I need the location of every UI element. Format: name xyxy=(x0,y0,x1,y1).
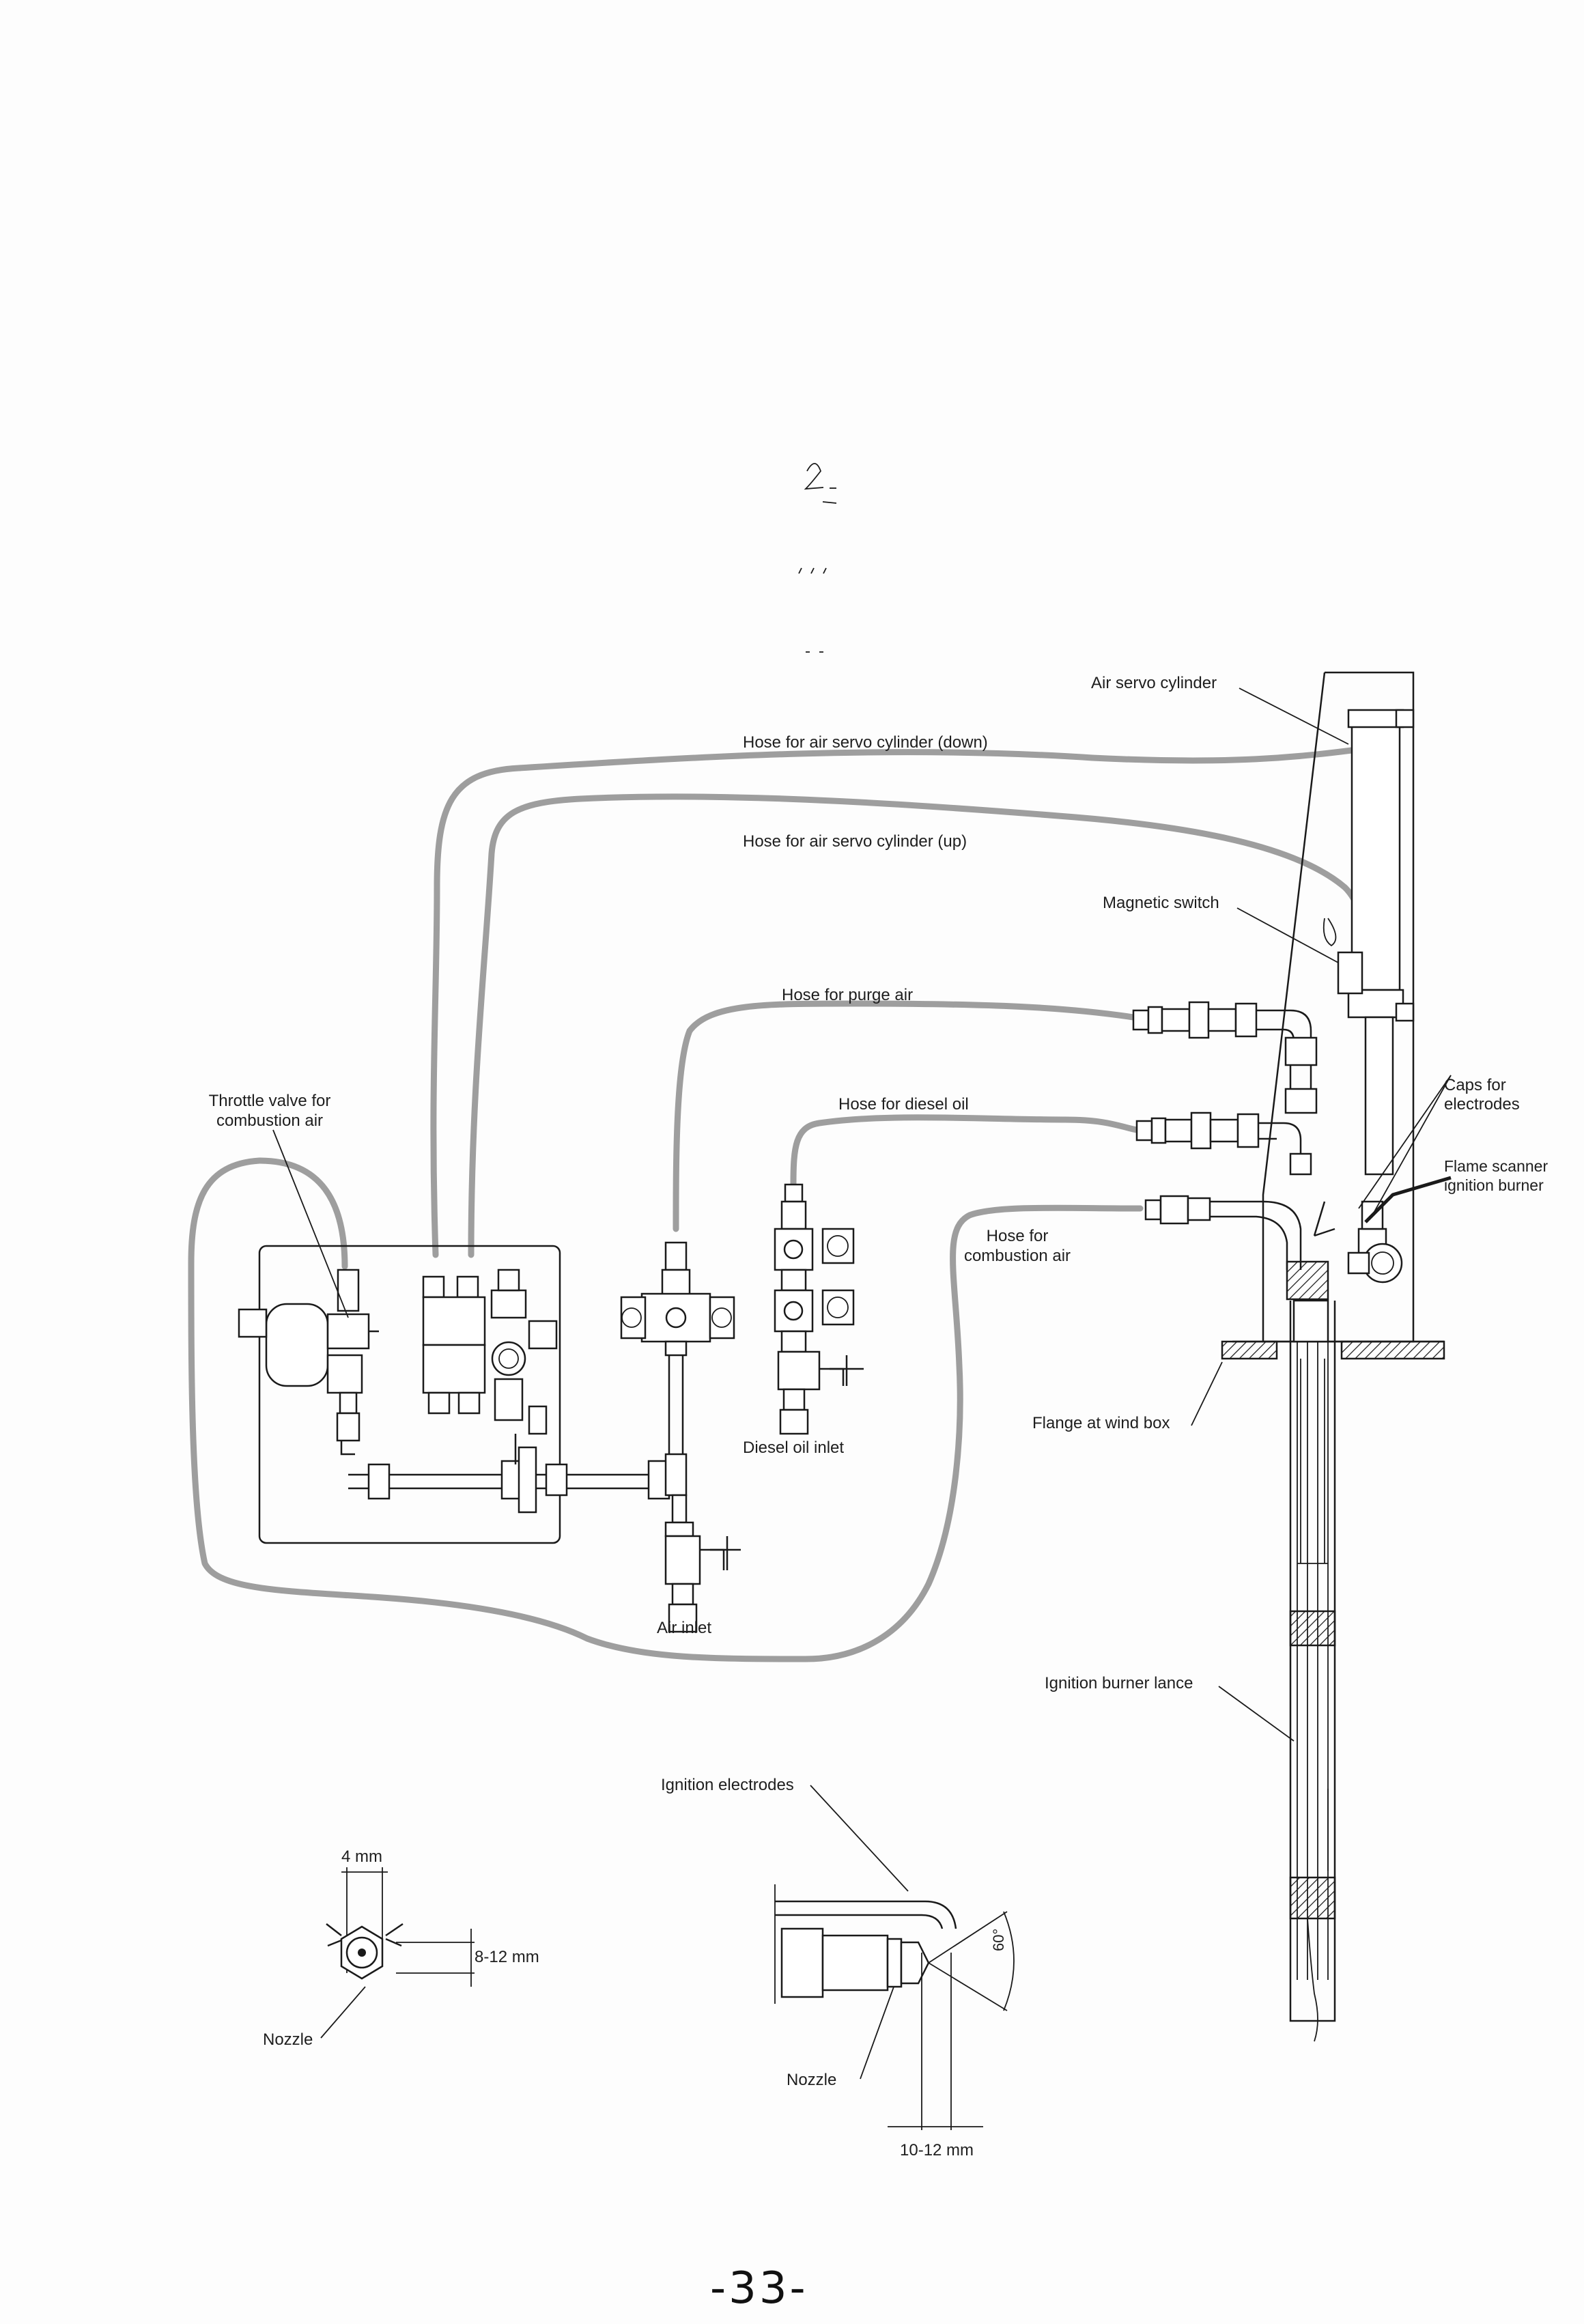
label-dim-4mm: 4 mm xyxy=(341,1847,382,1866)
burner-assembly xyxy=(1132,671,1445,2042)
label-angle-60: 60° xyxy=(990,1928,1007,1951)
label-flame-scanner-1: Flame scanner xyxy=(1444,1157,1548,1175)
label-flame-scanner-2: ignition burner xyxy=(1444,1176,1544,1194)
label-hose-purge-air: Hose for purge air xyxy=(782,986,914,1004)
hose-servo-down xyxy=(430,744,1376,1258)
hose-purge-air xyxy=(673,1000,1137,1232)
label-hose-combustion-1: Hose for xyxy=(986,1227,1049,1245)
label-diesel-oil-inlet: Diesel oil inlet xyxy=(743,1439,845,1457)
handwritten-marks xyxy=(798,463,837,653)
label-hose-servo-down: Hose for air servo cylinder (down) xyxy=(743,733,988,752)
diesel-valve-tree xyxy=(774,1183,864,1435)
page-number: -33- xyxy=(710,2263,808,2314)
nozzle-side-view xyxy=(774,1884,1015,2130)
leader-lines xyxy=(272,688,1452,2080)
label-hose-combustion-2: combustion air xyxy=(963,1247,1071,1265)
label-caps-electrodes-2: electrodes xyxy=(1444,1095,1520,1114)
label-dim-10-12mm: 10-12 mm xyxy=(900,2141,974,2159)
label-nozzle-right: Nozzle xyxy=(787,2071,837,2089)
label-nozzle-left: Nozzle xyxy=(263,2030,313,2049)
hose-diesel-oil xyxy=(790,1114,1140,1188)
label-flange-wind-box: Flange at wind box xyxy=(1032,1414,1170,1432)
hoses xyxy=(188,744,1376,1662)
label-caps-electrodes-1: Caps for xyxy=(1444,1076,1506,1094)
hose-combustion-air xyxy=(188,1157,1144,1662)
label-hose-servo-up: Hose for air servo cylinder (up) xyxy=(743,832,967,851)
label-hose-diesel-oil: Hose for diesel oil xyxy=(838,1095,969,1114)
label-ignition-electrodes: Ignition electrodes xyxy=(661,1776,794,1794)
label-ignition-burner-lance: Ignition burner lance xyxy=(1045,1674,1193,1692)
air-valve-tree xyxy=(620,1241,741,1633)
control-panel xyxy=(238,1245,670,1544)
label-throttle-valve-2: combustion air xyxy=(216,1111,324,1130)
label-magnetic-switch: Magnetic switch xyxy=(1103,894,1219,912)
label-throttle-valve-1: Throttle valve for xyxy=(208,1092,331,1110)
label-dim-8-12mm: 8-12 mm xyxy=(475,1948,539,1966)
nozzle-front-view xyxy=(326,1867,475,1987)
hose-servo-up xyxy=(468,793,1367,1258)
label-air-inlet: Air inlet xyxy=(657,1619,712,1637)
label-air-servo-cylinder: Air servo cylinder xyxy=(1091,674,1217,692)
